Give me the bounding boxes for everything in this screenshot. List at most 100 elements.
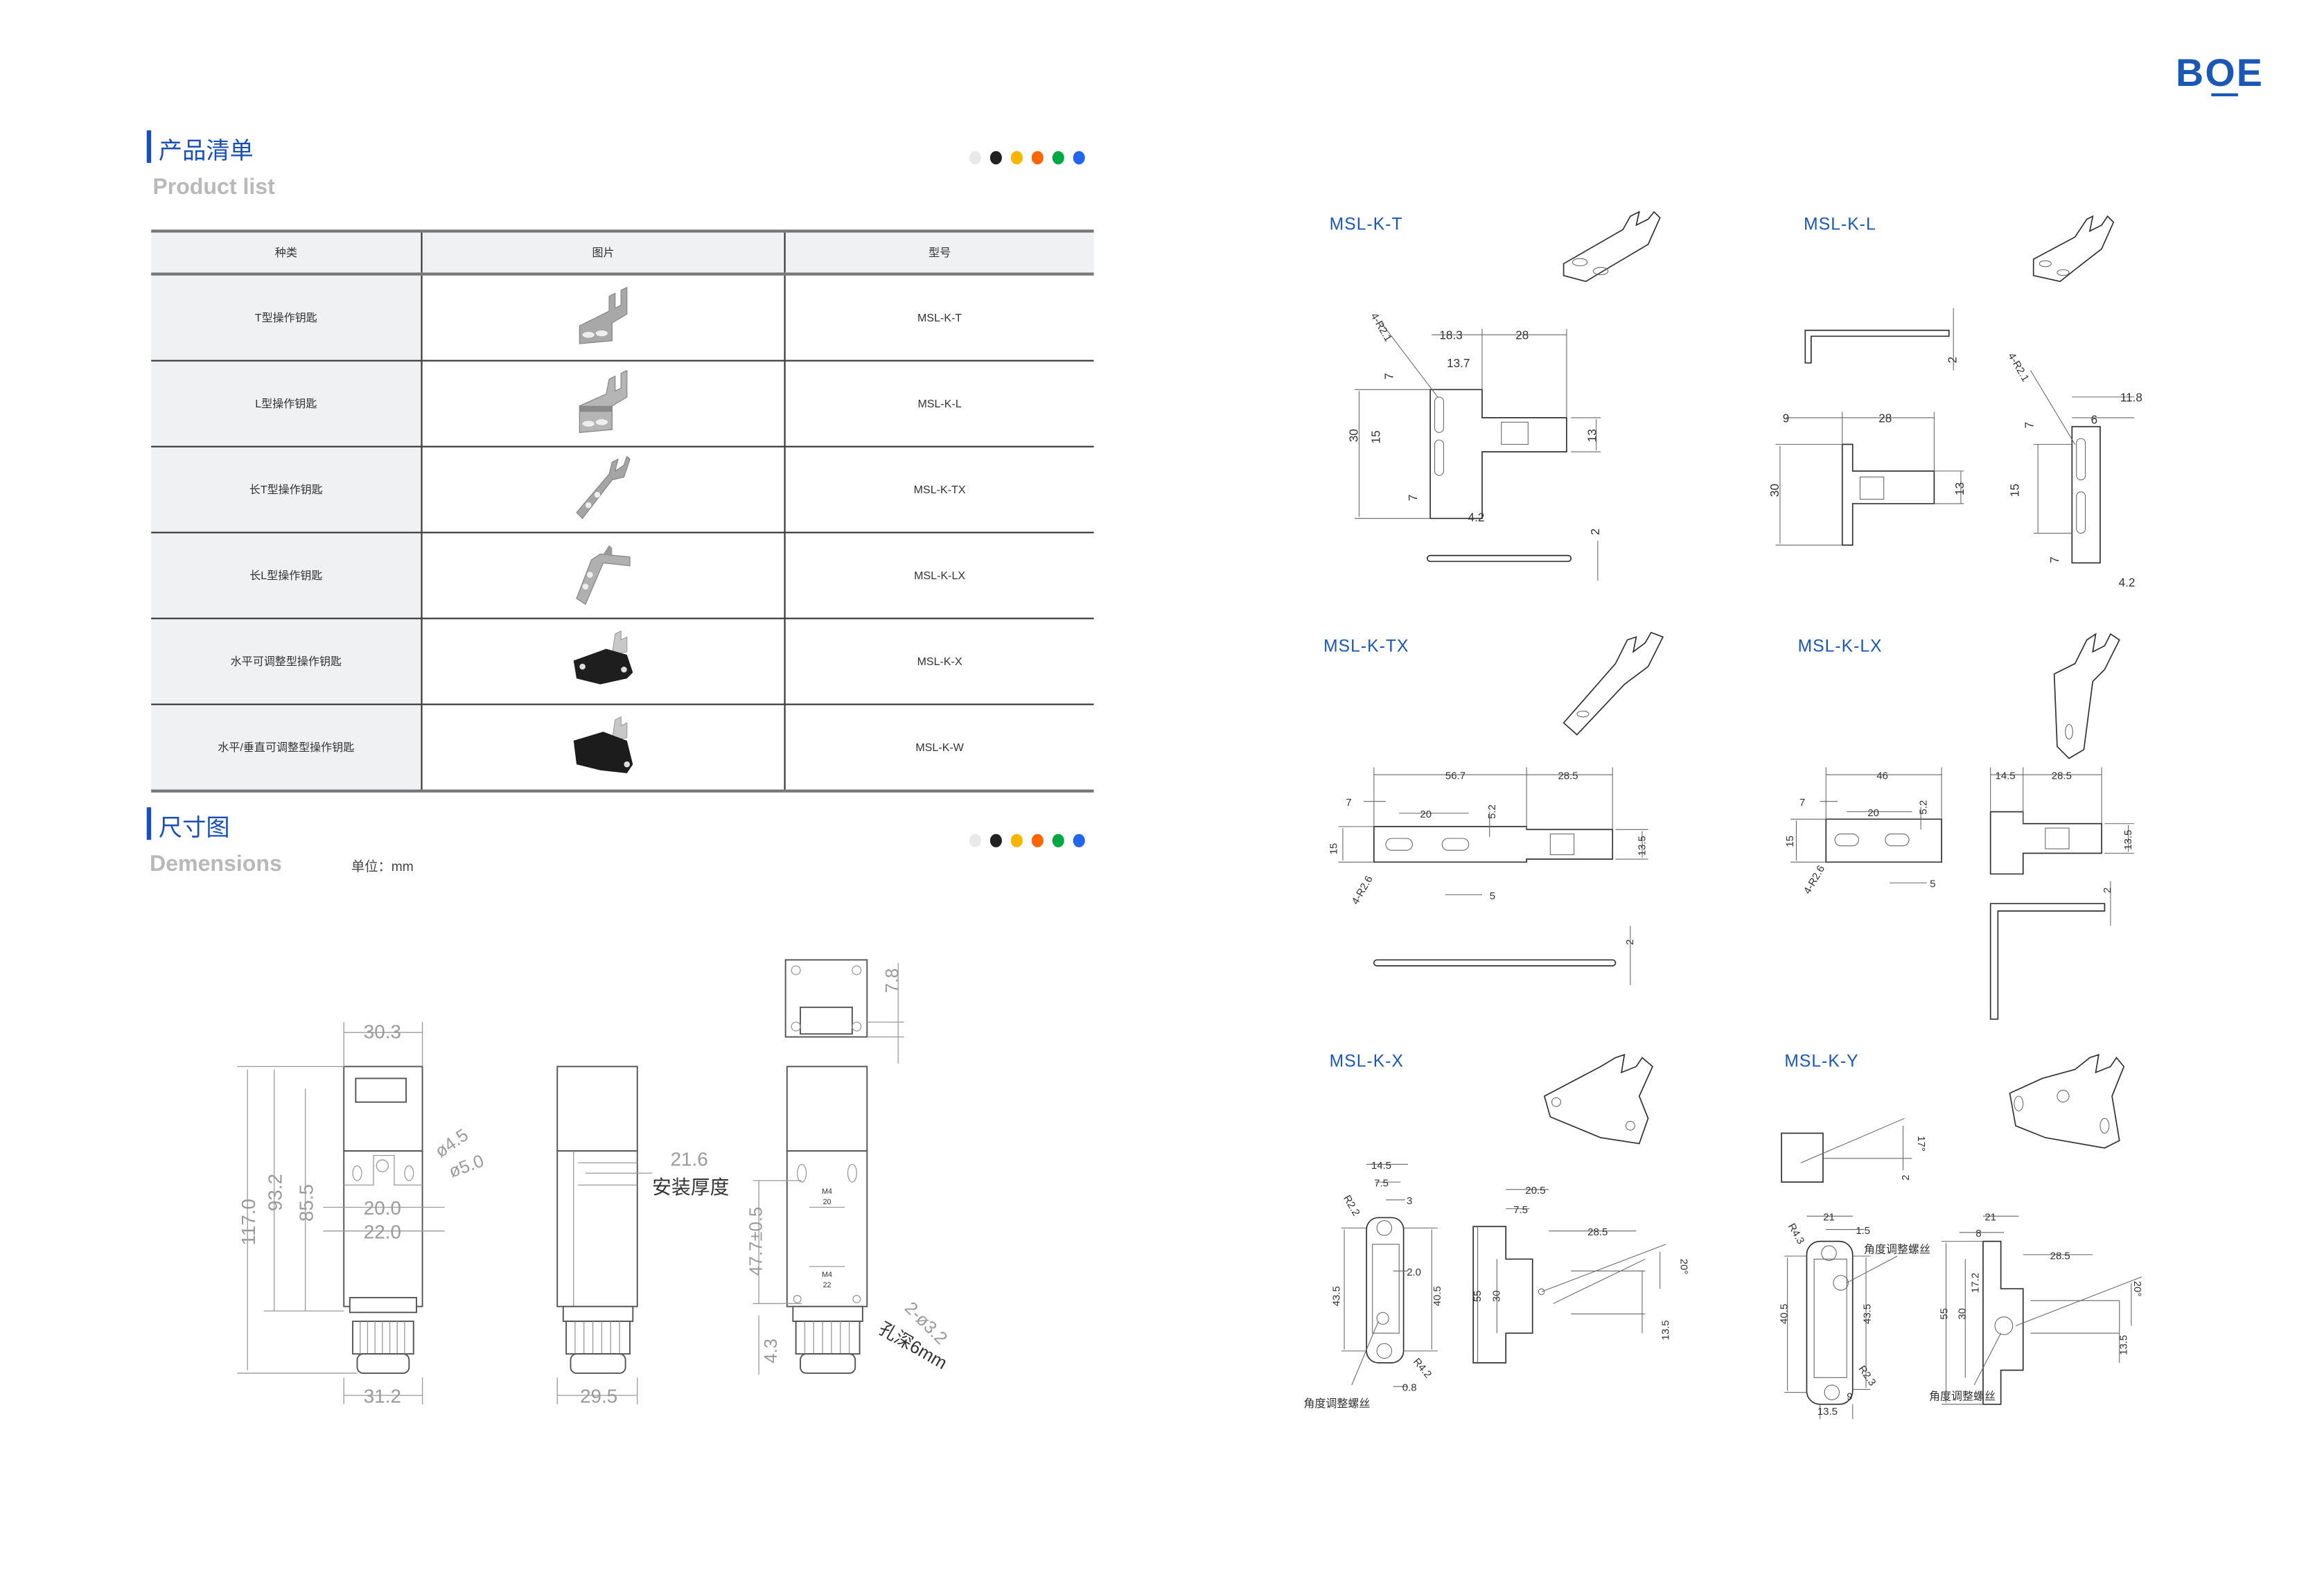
switch-side-view (556, 1066, 653, 1404)
dimension-label: 角度调整螺丝 (1864, 1244, 1930, 1256)
dimension-label: 7.5 (1513, 1204, 1528, 1216)
dimension-label: 7.8 (883, 969, 902, 994)
dimensions-title-en: Demensions (150, 852, 282, 877)
long-t-key-photo (576, 455, 631, 519)
type-cell: L型操作钥匙 (151, 360, 422, 448)
type-cell: 水平/垂直可调整型操作钥匙 (151, 704, 422, 793)
model-cell: MSL-K-T (784, 274, 1094, 362)
color-dot (989, 833, 1002, 847)
dimension-label: 17° (1915, 1136, 1927, 1152)
table-row: L型操作钥匙 MSL-K-L (151, 360, 1094, 448)
boe-logo: BOE (2176, 50, 2264, 95)
table-row: 长T型操作钥匙 MSL-K-TX (151, 446, 1094, 533)
dimension-label: 4-R2.1 (2005, 351, 2031, 383)
color-dot (969, 833, 982, 847)
dimension-label: 7 (2048, 556, 2061, 563)
dimension-label: 7.5 (1374, 1178, 1389, 1190)
dimension-label: 30.3 (364, 1021, 401, 1043)
image-cell (421, 704, 786, 793)
dimension-label: 28 (1515, 329, 1529, 342)
color-dot (1073, 151, 1085, 165)
dimension-label: R2.3 (1856, 1364, 1878, 1388)
dimension-label: 15 (1784, 836, 1796, 847)
dimension-label: ø5.0 (446, 1152, 486, 1182)
dimension-label: M4 (822, 1188, 832, 1196)
dimension-label: 30 (1956, 1308, 1968, 1320)
table-row: 水平可调整型操作钥匙 MSL-K-X (151, 618, 1094, 705)
dimension-label: 20 (1867, 807, 1879, 819)
dimension-label: 28.5 (1587, 1226, 1608, 1238)
dimension-label: 20 (823, 1198, 831, 1206)
dimension-label: 14.5 (1371, 1160, 1391, 1172)
dimension-label: 7 (1346, 797, 1351, 809)
type-cell: 长L型操作钥匙 (151, 532, 422, 619)
dimension-label: 4-R2.1 (1368, 311, 1394, 344)
image-cell (421, 618, 786, 705)
product-list-table: 种类 图片 型号 T型操作钥匙 MSL-K-T L型操作钥匙 MSL-K-L (151, 229, 1094, 793)
dimension-label: 13 (1586, 429, 1599, 442)
dimension-label: 7 (2023, 422, 2036, 429)
dimension-label: 20° (1678, 1259, 1690, 1275)
color-dot (1010, 833, 1023, 847)
model-cell: MSL-K-W (784, 704, 1094, 793)
dimension-label: 43.5 (1331, 1286, 1343, 1306)
dimension-label: 15 (2008, 484, 2021, 497)
type-cell: T型操作钥匙 (151, 274, 422, 362)
dimension-label: 1.5 (1856, 1225, 1870, 1237)
header-type: 种类 (151, 229, 422, 276)
dimension-label: 22.0 (364, 1221, 401, 1242)
model-title-msl-k-y: MSL-K-Y (1784, 1053, 1859, 1071)
dimension-label: 21 (1984, 1212, 1996, 1224)
dimension-label: 29.5 (580, 1386, 617, 1407)
model-cell: MSL-K-L (784, 360, 1094, 448)
dimension-label: 30 (1347, 429, 1360, 442)
dimension-label: 30 (1491, 1290, 1503, 1302)
dimensions-title-cn: 尺寸图 (158, 816, 230, 842)
dimension-label: 3 (1407, 1195, 1412, 1207)
image-cell (421, 360, 786, 448)
dimension-label: 5 (1930, 879, 1935, 890)
dimension-label: 9 (1783, 412, 1790, 425)
dimension-label: 2 (2102, 888, 2113, 893)
dimension-label: 43.5 (1861, 1304, 1873, 1324)
dimension-label: 8 (1975, 1228, 1981, 1239)
dimension-label: 5 (1490, 890, 1495, 902)
horizontal-adjustable-key-photo (573, 629, 633, 684)
dimension-label: R4.3 (1786, 1221, 1807, 1246)
dimension-label: 28 (1878, 412, 1892, 425)
model-title-msl-k-t: MSL-K-T (1329, 216, 1403, 234)
model-cell: MSL-K-TX (784, 446, 1094, 533)
dimension-label: 55 (1939, 1308, 1951, 1320)
type-cell: 长T型操作钥匙 (151, 446, 422, 533)
type-cell: 水平可调整型操作钥匙 (151, 618, 422, 705)
dimension-label: 15 (1328, 843, 1339, 855)
header-image: 图片 (421, 229, 786, 276)
dimension-label: 4.2 (1468, 511, 1485, 524)
dimension-label: 22 (823, 1281, 831, 1289)
dimension-label: 14.5 (1996, 770, 2016, 782)
model-title-msl-k-l: MSL-K-L (1804, 216, 1876, 234)
dimension-label: 5.2 (1918, 800, 1930, 815)
dimension-label: 46 (1876, 770, 1888, 782)
dimension-label: 40.5 (1779, 1304, 1790, 1324)
dimension-label: 0.8 (1402, 1382, 1417, 1394)
msl-k-tx-drawing (1338, 631, 1664, 985)
dimension-label: 28.5 (1558, 770, 1578, 782)
dimension-label: 28.5 (2050, 1250, 2070, 1262)
t-key-photo (579, 285, 628, 344)
header-model: 型号 (784, 229, 1094, 276)
dimension-label: 13.5 (2118, 1335, 2129, 1355)
color-dot (1031, 833, 1044, 847)
table-row: T型操作钥匙 MSL-K-T (151, 274, 1094, 362)
msl-k-t-drawing (1355, 211, 1661, 581)
section-accent-bar (146, 807, 152, 840)
long-l-key-photo (576, 544, 631, 605)
dimension-label: 85.5 (295, 1184, 317, 1221)
dimension-label: 55 (1472, 1290, 1484, 1302)
color-dots (969, 151, 1085, 165)
model-title-msl-k-tx: MSL-K-TX (1323, 638, 1409, 657)
dimension-label: 13 (1953, 482, 1966, 495)
dimension-label: 21 (1823, 1212, 1835, 1224)
model-cell: MSL-K-LX (784, 532, 1094, 619)
